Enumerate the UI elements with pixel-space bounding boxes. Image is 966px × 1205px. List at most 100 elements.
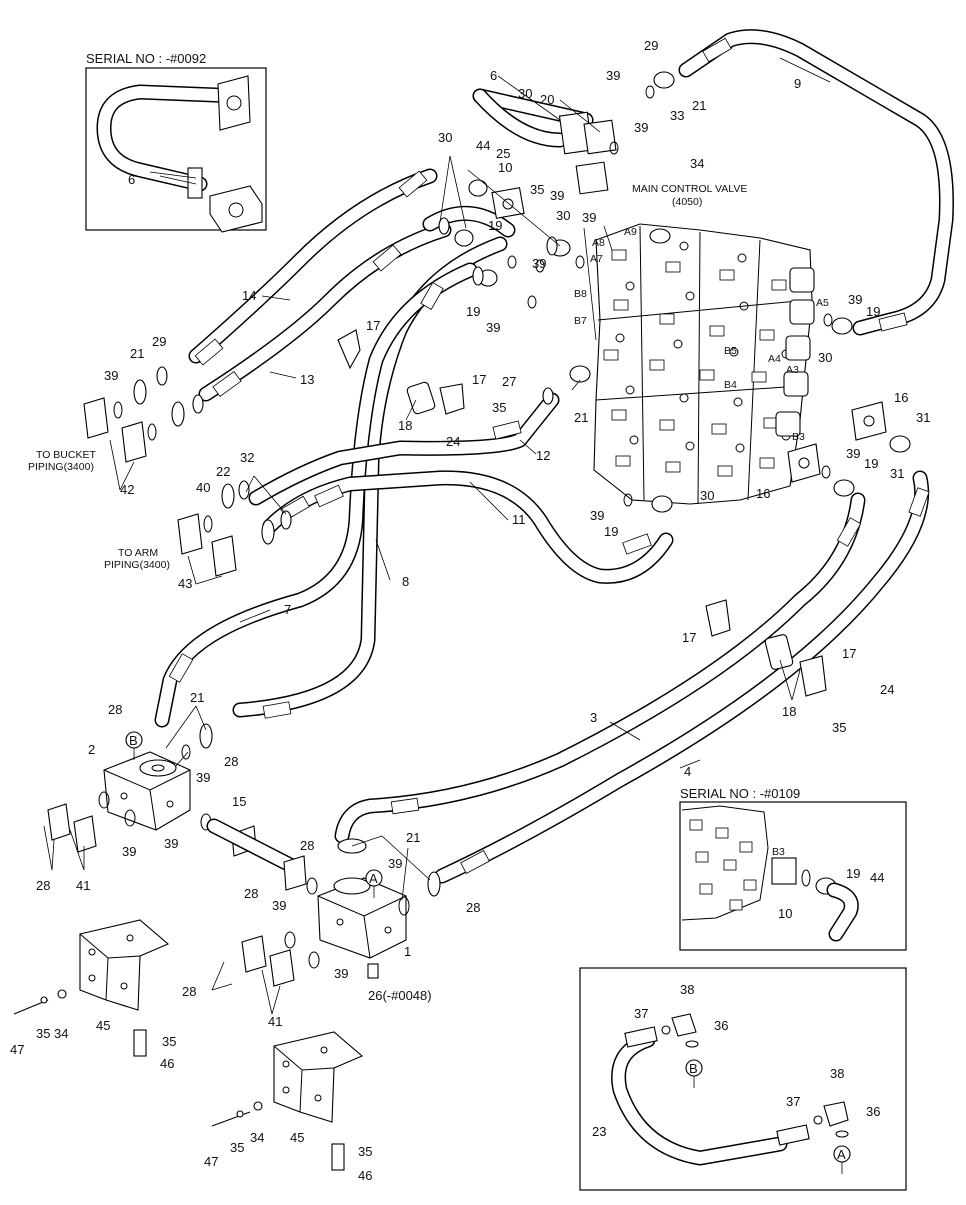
port-a5: A5 [816,297,829,309]
callout-34a: 34 [54,1026,68,1041]
port-a4: A4 [768,353,781,365]
callout-17a: 17 [366,318,380,333]
flange-block-16 [787,443,821,483]
piping-notes: TO BUCKET PIPING(3400) TO ARM PIPING(340… [28,449,170,571]
callout-38b: 38 [830,1066,844,1081]
callout-46b: 46 [358,1168,372,1183]
callout-38a: 38 [680,982,694,997]
clamp-17 [705,599,731,637]
callout-39a: 39 [606,68,620,83]
callout-39h: 39 [846,446,860,461]
arm-note-line2: PIPING(3400) [104,559,170,571]
callout-31b: 31 [890,466,904,481]
callout-39l: 39 [122,844,136,859]
callout-13: 13 [300,372,314,387]
callout-14: 14 [242,288,256,303]
callout-21b: 21 [130,346,144,361]
callout-2: 2 [88,742,95,757]
callout-30b: 30 [438,130,452,145]
callout-39f: 39 [486,320,500,335]
plug-26 [367,963,379,979]
clamp-17 [439,383,465,415]
callout-21c: 21 [574,410,588,425]
inset-frame [579,967,907,1191]
clamp-17 [337,329,361,370]
callout-35b: 35 [492,400,506,415]
flange-plate-41 [73,815,97,853]
port-a3: A3 [786,364,799,376]
callout-32: 32 [240,450,254,465]
port-b4: B4 [724,379,737,391]
split-flange [454,229,474,247]
callout-39i: 39 [590,508,604,523]
arm-note-line1: TO ARM [118,547,158,559]
callout-20: 20 [540,92,554,107]
inset-hose-23: B A [579,967,907,1191]
hose-fitting [624,1026,658,1048]
callout-39n: 39 [272,898,286,913]
callout-21a: 21 [692,98,706,113]
split-flange-21 [569,365,591,383]
o-ring [813,1115,823,1125]
bracket-45 [79,919,170,1011]
callout-19a: 19 [488,218,502,233]
callout-39c: 39 [550,188,564,203]
callout-30e: 30 [700,488,714,503]
callout-10-inset: 10 [778,906,792,921]
callout-28e: 28 [300,838,314,853]
callout-6-inset: 6 [128,172,135,187]
callout-35e: 35 [162,1034,176,1049]
callout-36b: 36 [866,1104,880,1119]
leader-lines [43,57,831,1015]
callout-28b: 28 [224,754,238,769]
callout-39d: 39 [582,210,596,225]
split-flange [833,479,855,497]
callout-16b: 16 [756,486,770,501]
callout-30a: 30 [518,86,532,101]
callout-19-inset: 19 [846,866,860,881]
marker-b-label: B [129,733,138,748]
callout-35d: 35 [36,1026,50,1041]
callout-35g: 35 [358,1144,372,1159]
callout-1: 1 [404,944,411,959]
callout-39m: 39 [164,836,178,851]
hoses [154,29,954,884]
marker-a-inset-label: A [837,1147,846,1162]
callout-45a: 45 [96,1018,110,1033]
callout-24b: 24 [880,682,894,697]
bracket-18 [406,381,436,415]
markers: B A [125,731,383,898]
callout-30d: 30 [818,350,832,365]
port-b3: B3 [792,431,805,443]
callout-37b: 37 [786,1094,800,1109]
callout-17b: 17 [472,372,486,387]
callout-23: 23 [592,1124,606,1139]
split-flange [139,759,177,777]
callout-19e: 19 [604,524,618,539]
callout-41a: 41 [76,878,90,893]
bolt-46 [331,1143,345,1171]
callout-29b: 29 [152,334,166,349]
callout-43: 43 [178,576,192,591]
callout-30c: 30 [556,208,570,223]
inset-frame [679,801,907,951]
inset-serial-0092: SERIAL NO : -#0092 [85,51,267,233]
callout-19c: 19 [866,304,880,319]
callout-6: 6 [490,68,497,83]
callout-44: 44 [476,138,490,153]
flange-plate-42b [121,421,147,463]
callout-39o: 39 [388,856,402,871]
callout-18a: 18 [398,418,412,433]
marker-a-label: A [369,871,378,886]
bracket-45 [273,1031,364,1123]
callout-9: 9 [794,76,801,91]
callout-21d: 21 [190,690,204,705]
port-a7: A7 [590,253,603,265]
port-b8: B8 [574,288,587,300]
callout-39j: 39 [104,368,118,383]
hose-fitting [776,1124,810,1146]
clamp [187,167,203,199]
callout-22: 22 [216,464,230,479]
callout-7: 7 [284,602,291,617]
